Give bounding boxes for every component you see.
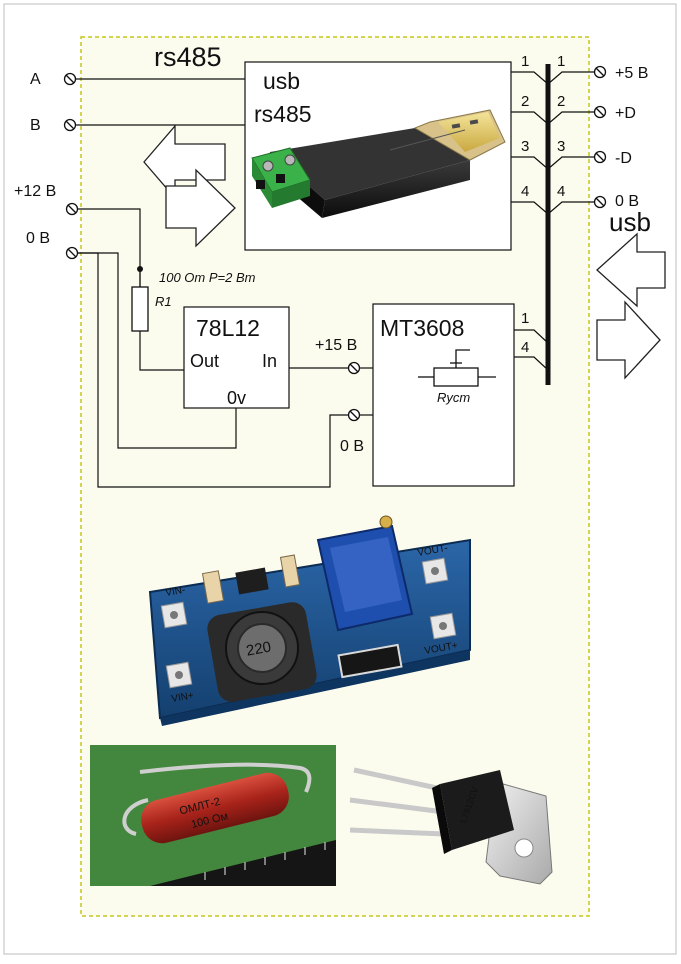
label-b: B bbox=[30, 117, 41, 134]
bus-pin-left-2: 2 bbox=[521, 93, 529, 110]
wires bbox=[76, 71, 595, 488]
omlt-resistor-photo: ОМЛТ-2 100 Ом bbox=[90, 745, 336, 886]
booster-pin-1: 1 bbox=[521, 310, 529, 327]
resistor-r1-symbol bbox=[131, 286, 149, 332]
right-terminals bbox=[593, 65, 607, 209]
pcb-label-vout-minus: VOUT- bbox=[417, 543, 449, 559]
label-12v: +12 В bbox=[14, 183, 56, 200]
terminal-0v-booster bbox=[347, 408, 361, 422]
resistor-r1-label: R1 bbox=[155, 294, 172, 309]
arrow-right-icon bbox=[165, 168, 236, 248]
regulator-out-label: Out bbox=[190, 351, 219, 371]
regulator-gnd-label: 0v bbox=[227, 388, 246, 408]
pcb-label-vin-plus: VIN+ bbox=[171, 690, 195, 705]
resistor-r1-note: 100 Om P=2 Bm bbox=[159, 270, 256, 285]
title-rs485: rs485 bbox=[154, 42, 222, 72]
usb-arrow-left-icon bbox=[596, 232, 666, 308]
regulator-name: 78L12 bbox=[196, 315, 260, 341]
left-terminals bbox=[63, 72, 79, 260]
bus-pin-left-1: 1 bbox=[521, 53, 529, 70]
bus-pin-left-3: 3 bbox=[521, 138, 529, 155]
regulator-in-label: In bbox=[262, 351, 277, 371]
label-a: A bbox=[30, 71, 41, 88]
booster-mt3608-box bbox=[372, 303, 515, 487]
label-minus-d: -D bbox=[615, 150, 632, 167]
converter-label-usb: usb bbox=[263, 68, 300, 94]
pcb-label-vin-minus: VIN- bbox=[165, 585, 187, 599]
label-usb-right: usb bbox=[609, 207, 651, 237]
usb-arrow-right-icon bbox=[596, 300, 661, 380]
label-0v-left: 0 В bbox=[26, 230, 50, 247]
trimmer-label: Rуст bbox=[437, 390, 470, 405]
label-0v-booster: 0 В bbox=[340, 438, 364, 455]
label-0v-right: 0 В bbox=[615, 193, 639, 210]
bus-pin-right-2: 2 bbox=[557, 93, 565, 110]
converter-label-rs485: rs485 bbox=[254, 101, 312, 127]
mt3608-module-photo: 220 VIN- VIN+ VOUT- VOUT+ bbox=[148, 515, 471, 726]
regulator-78l12-box bbox=[183, 306, 290, 409]
label-15v: +15 В bbox=[315, 337, 357, 354]
usb-rs485-adapter-photo bbox=[251, 109, 506, 218]
booster-pin-4: 4 bbox=[521, 339, 529, 356]
terminal-15v bbox=[347, 361, 361, 375]
bus-pin-right-4: 4 bbox=[557, 183, 565, 200]
bus-pin-right-3: 3 bbox=[557, 138, 565, 155]
label-plus5v: +5 В bbox=[615, 65, 648, 82]
junction-dot bbox=[137, 266, 143, 272]
bus-pin-right-1: 1 bbox=[557, 53, 565, 70]
label-plus-d: +D bbox=[615, 105, 636, 122]
booster-name: MT3608 bbox=[380, 315, 464, 341]
inductor-marking: 220 bbox=[245, 639, 273, 660]
l7812-regulator-photo: L7812CV bbox=[349, 767, 553, 885]
bus-pin-left-4: 4 bbox=[521, 183, 529, 200]
trimmer-symbol bbox=[418, 349, 496, 387]
